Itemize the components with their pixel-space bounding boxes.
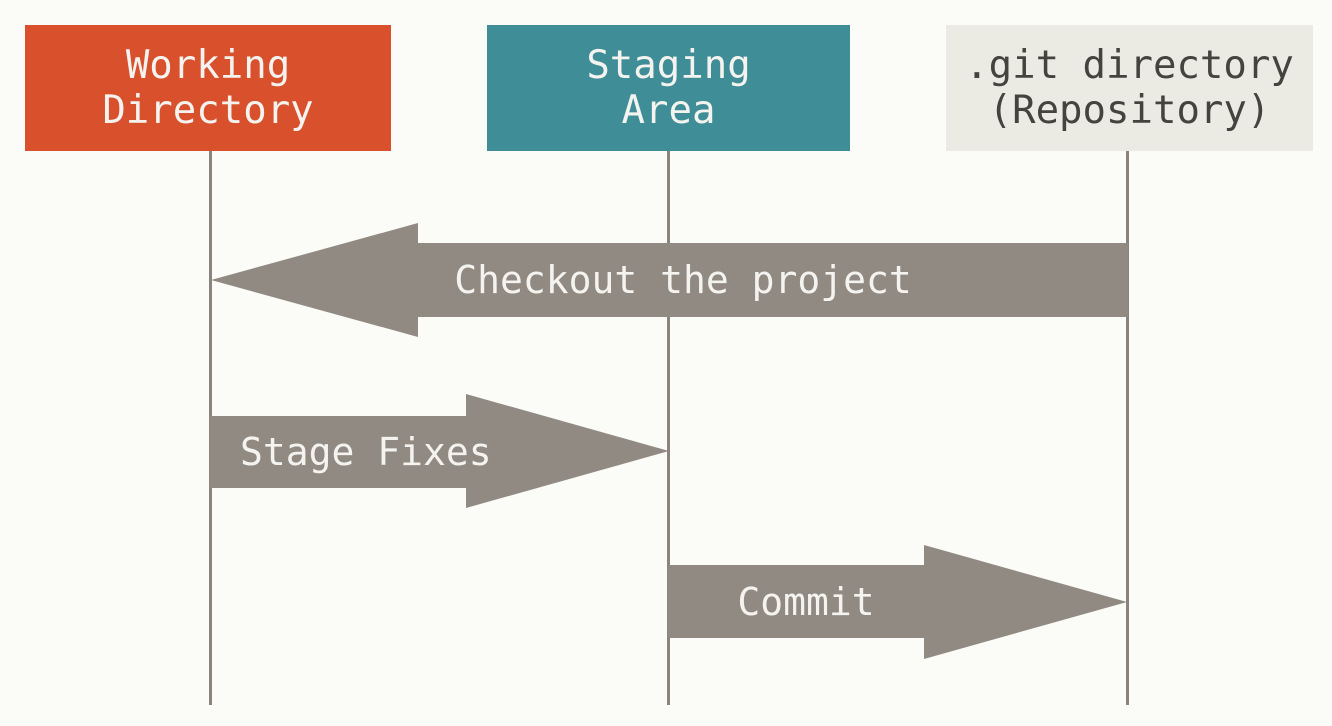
- stage-fixes-arrow-shaft: [210, 416, 467, 488]
- commit-arrow-label: Commit: [737, 580, 875, 624]
- checkout-arrow-label: Checkout the project: [454, 258, 912, 302]
- staging-area-box: Staging Area: [487, 25, 850, 151]
- staging-area-label-line2: Area: [621, 88, 716, 133]
- working-directory-label-line2: Directory: [102, 88, 314, 133]
- commit-arrow-head-icon: [924, 545, 1127, 659]
- git-directory-box: .git directory (Repository): [946, 25, 1313, 151]
- working-directory-box: Working Directory: [25, 25, 391, 151]
- checkout-arrow-shaft: [416, 243, 1128, 317]
- stage-fixes-arrow-label: Stage Fixes: [240, 430, 492, 474]
- checkout-arrow-head-icon: [211, 223, 418, 337]
- staging-area-label-line1: Staging: [586, 43, 751, 88]
- commit-arrow-shaft: [668, 565, 925, 638]
- git-directory-label-line1: .git directory: [965, 43, 1294, 88]
- git-directory-lifeline: [1126, 151, 1129, 705]
- stage-fixes-arrow-head-icon: [466, 394, 669, 508]
- working-directory-label-line1: Working: [125, 43, 291, 88]
- git-directory-label-line2: (Repository): [988, 88, 1271, 133]
